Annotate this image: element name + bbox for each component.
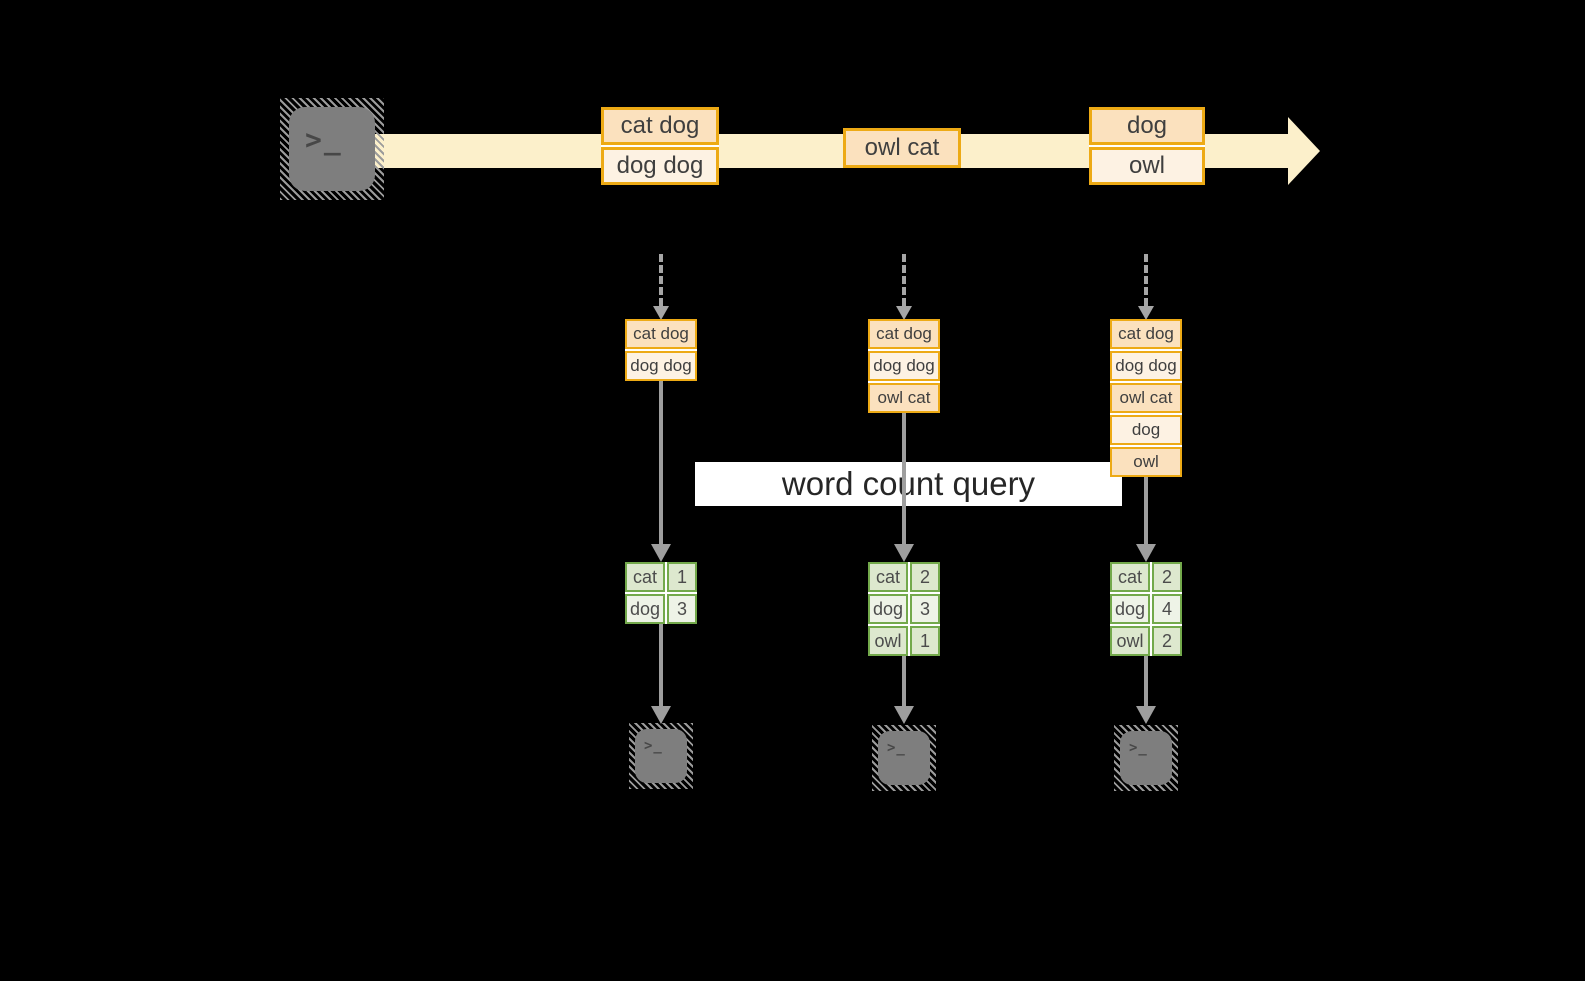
arrowhead-icon — [1136, 706, 1156, 724]
terminal-screen: >_ — [878, 731, 930, 785]
arrow-line — [902, 413, 906, 544]
dashed-arrow-line — [902, 254, 906, 306]
terminal-prompt-icon: >_ — [887, 740, 906, 756]
count-cell: 1 — [667, 562, 697, 592]
stack-row: dog dog — [625, 351, 697, 381]
dashed-arrow-line — [659, 254, 663, 306]
query-label: word count query — [781, 465, 1036, 502]
word-cell: cat — [625, 562, 665, 592]
count-cell: 3 — [667, 594, 697, 624]
count-table-3: cat 2 dog 4 owl 2 — [1110, 562, 1182, 656]
arrowhead-icon — [894, 706, 914, 724]
terminal-screen: >_ — [1120, 731, 1172, 785]
count-row: cat 1 — [625, 562, 697, 592]
buffer-stack-3: cat dog dog dog owl cat dog owl — [1110, 319, 1182, 477]
arrow-line — [1144, 477, 1148, 544]
stack-row: owl — [1110, 447, 1182, 477]
event-row: owl — [1089, 147, 1205, 185]
word-cell: dog — [868, 594, 908, 624]
terminal-sink-icon-3: >_ — [1114, 725, 1178, 791]
stream-event-box-3: dog owl — [1089, 107, 1205, 185]
dashed-arrowhead-icon — [1138, 306, 1154, 320]
terminal-sink-icon-2: >_ — [872, 725, 936, 791]
word-cell: dog — [1110, 594, 1150, 624]
word-cell: cat — [868, 562, 908, 592]
buffer-stack-2: cat dog dog dog owl cat — [868, 319, 940, 413]
stream-event-box-1: cat dog dog dog — [601, 107, 719, 185]
count-row: owl 2 — [1110, 626, 1182, 656]
dashed-arrowhead-icon — [653, 306, 669, 320]
terminal-screen: >_ — [289, 107, 375, 191]
buffer-stack-1: cat dog dog dog — [625, 319, 697, 381]
count-table-1: cat 1 dog 3 — [625, 562, 697, 624]
count-table-2: cat 2 dog 3 owl 1 — [868, 562, 940, 656]
stack-row: dog dog — [868, 351, 940, 381]
stack-row: owl cat — [1110, 383, 1182, 413]
count-row: dog 3 — [868, 594, 940, 624]
stack-row: owl cat — [868, 383, 940, 413]
stream-event-box-2: owl cat — [843, 128, 961, 168]
word-cell: dog — [625, 594, 665, 624]
dashed-arrowhead-icon — [896, 306, 912, 320]
arrow-line — [659, 381, 663, 544]
count-row: dog 3 — [625, 594, 697, 624]
count-row: cat 2 — [1110, 562, 1182, 592]
stack-row: dog — [1110, 415, 1182, 445]
stack-row: cat dog — [1110, 319, 1182, 349]
arrowhead-icon — [894, 544, 914, 562]
arrowhead-icon — [651, 706, 671, 724]
stack-row: dog dog — [1110, 351, 1182, 381]
arrow-line — [902, 656, 906, 706]
count-row: owl 1 — [868, 626, 940, 656]
count-cell: 2 — [1152, 562, 1182, 592]
terminal-prompt-icon: >_ — [305, 123, 343, 156]
query-label-band: word count query — [695, 462, 1122, 506]
count-cell: 3 — [910, 594, 940, 624]
arrowhead-icon — [651, 544, 671, 562]
arrow-line — [1144, 656, 1148, 706]
count-cell: 4 — [1152, 594, 1182, 624]
terminal-screen: >_ — [635, 729, 687, 783]
count-cell: 2 — [910, 562, 940, 592]
event-row: dog — [1089, 107, 1205, 145]
count-cell: 2 — [1152, 626, 1182, 656]
word-cell: owl — [1110, 626, 1150, 656]
word-cell: owl — [868, 626, 908, 656]
event-row: dog dog — [601, 147, 719, 185]
terminal-prompt-icon: >_ — [1129, 740, 1148, 756]
stack-row: cat dog — [625, 319, 697, 349]
stream-arrowhead-icon — [1288, 117, 1320, 185]
word-cell: cat — [1110, 562, 1150, 592]
count-cell: 1 — [910, 626, 940, 656]
terminal-prompt-icon: >_ — [644, 738, 663, 754]
terminal-source-icon: >_ — [280, 98, 384, 200]
arrowhead-icon — [1136, 544, 1156, 562]
terminal-sink-icon-1: >_ — [629, 723, 693, 789]
dashed-arrow-line — [1144, 254, 1148, 306]
arrow-line — [659, 624, 663, 706]
event-row: owl cat — [843, 128, 961, 168]
count-row: cat 2 — [868, 562, 940, 592]
stack-row: cat dog — [868, 319, 940, 349]
count-row: dog 4 — [1110, 594, 1182, 624]
event-row: cat dog — [601, 107, 719, 145]
